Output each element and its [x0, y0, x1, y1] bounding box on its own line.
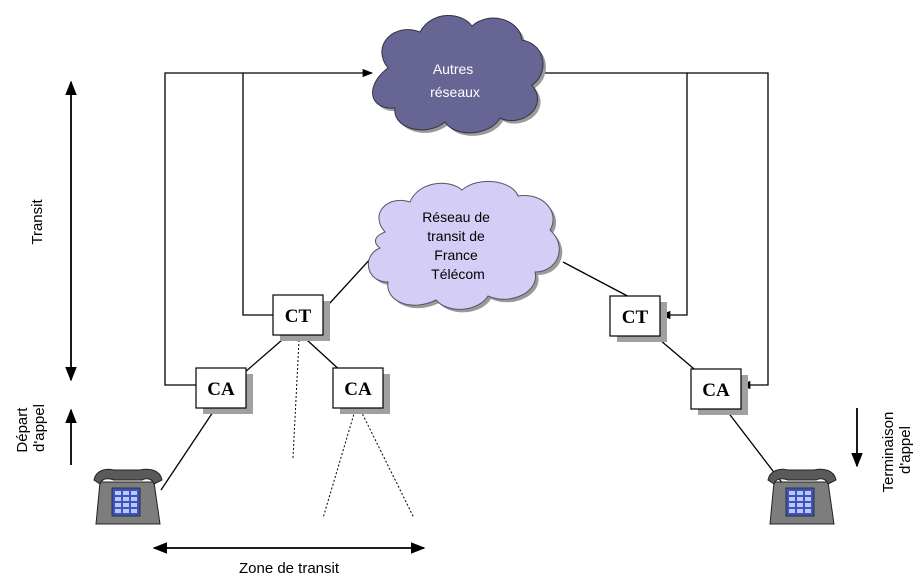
link-ca-left-to-phone-left — [160, 405, 218, 491]
transit-zone-label: Zone de transit — [239, 560, 340, 577]
telephone-icon — [767, 468, 837, 525]
node-ca-right-label: CA — [702, 380, 730, 401]
node-ct-right-label: CT — [622, 307, 649, 328]
node-ca-left-label: CA — [207, 379, 235, 400]
telephone-icon — [93, 468, 163, 525]
node-ct-left: CT — [272, 294, 330, 341]
connection-lines — [160, 68, 787, 491]
link-ct-right-to-ca-right — [659, 339, 701, 375]
link-ct-left-to-other-networks — [242, 73, 273, 316]
cloud-other-networks: Autres réseaux — [372, 14, 546, 136]
link-ca-left-to-other-networks — [164, 68, 374, 386]
cloud-ft-transit-label: Réseau de transit de France Télécom — [422, 209, 494, 282]
transit-label: Transit — [29, 199, 46, 245]
cloud-other-networks-label: Autres réseaux — [430, 61, 480, 100]
link-ft-transit-to-ct-right — [562, 261, 636, 301]
node-ct-right: CT — [609, 295, 667, 342]
cloud-ft-transit: Réseau de transit de France Télécom — [367, 180, 563, 313]
node-ca-middle-label: CA — [344, 379, 372, 400]
dotted-links — [292, 339, 415, 519]
link-ct-left-to-ca-left — [243, 339, 283, 374]
call-origin-label: Départ d'appel — [14, 403, 48, 452]
node-ca-left: CA — [195, 367, 253, 414]
link-other-networks-to-ca-right — [687, 72, 769, 390]
link-other-networks-to-ct-right — [525, 72, 688, 320]
node-ct-left-label: CT — [285, 306, 312, 327]
node-ca-right: CA — [690, 368, 748, 415]
node-ca-middle: CA — [332, 367, 390, 414]
call-termination-label: Terminaison d'appel — [880, 407, 914, 492]
